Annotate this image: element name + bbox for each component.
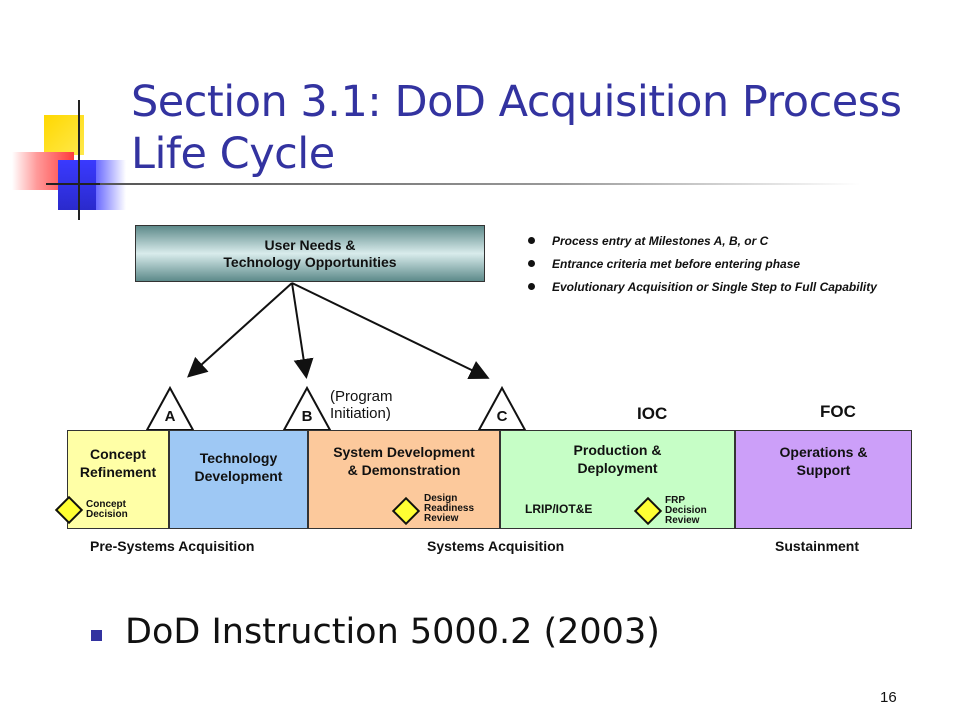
bullet-dot-icon bbox=[528, 237, 535, 244]
bullet-dot-icon bbox=[528, 260, 535, 267]
phase-technology-development: Technology Development bbox=[169, 430, 308, 529]
arrow-to-c bbox=[291, 282, 490, 380]
phase-title-line1: System Development bbox=[333, 444, 475, 460]
sustainment-label: Sustainment bbox=[775, 538, 860, 554]
phase-title: System Development & Demonstration bbox=[309, 443, 499, 479]
systems-acquisition-label: Systems Acquisition bbox=[427, 538, 565, 554]
arrow-to-b bbox=[291, 282, 314, 379]
design-review-line3: Review bbox=[424, 513, 459, 524]
note-text: Evolutionary Acquisition or Single Step … bbox=[552, 280, 877, 294]
phase-production-deployment: Production & Deployment bbox=[500, 430, 735, 529]
concept-decision-label: Concept Decision bbox=[86, 500, 128, 520]
concept-decision-line1: Concept bbox=[86, 499, 126, 510]
pre-systems-acquisition-label: Pre-Systems Acquisition bbox=[90, 538, 255, 554]
phase-title-line1: Concept bbox=[90, 446, 146, 462]
logo-vertical-line bbox=[78, 100, 80, 220]
user-needs-box: User Needs & Technology Opportunities bbox=[135, 225, 485, 282]
program-initiation-line2: Initiation) bbox=[330, 405, 391, 422]
note-item: Entrance criteria met before entering ph… bbox=[526, 257, 916, 271]
phase-title: Production & Deployment bbox=[501, 441, 734, 477]
phase-title-line1: Technology bbox=[199, 450, 278, 466]
logo-blue-fade bbox=[96, 160, 126, 210]
user-needs-line2: Technology Opportunities bbox=[223, 253, 397, 270]
program-initiation-label: (Program Initiation) bbox=[330, 388, 393, 422]
phase-operations-support: Operations & Support bbox=[735, 430, 912, 529]
frp-review-line1: FRP bbox=[665, 495, 685, 506]
frp-review-line2: Decision bbox=[665, 505, 707, 516]
arrow-to-a bbox=[187, 282, 293, 378]
phase-title-line1: Operations & bbox=[779, 444, 868, 460]
frp-review-label: FRP Decision Review bbox=[665, 496, 707, 526]
bullet-dot-icon bbox=[528, 283, 535, 290]
concept-decision-line2: Decision bbox=[86, 509, 128, 520]
logo-horizontal-line bbox=[46, 183, 116, 185]
design-review-line1: Design bbox=[424, 493, 458, 504]
lrip-label: LRIP/IOT&E bbox=[525, 502, 593, 516]
phase-title: Operations & Support bbox=[736, 443, 911, 479]
page-number: 16 bbox=[880, 689, 897, 706]
process-notes: Process entry at Milestones A, B, or C E… bbox=[526, 234, 916, 303]
foc-label: FOC bbox=[820, 402, 856, 421]
phase-title-line2: Refinement bbox=[79, 464, 157, 480]
bullet-square-icon bbox=[91, 630, 102, 641]
note-text: Entrance criteria met before entering ph… bbox=[552, 257, 801, 271]
note-item: Process entry at Milestones A, B, or C bbox=[526, 234, 916, 248]
phase-title-line2: Deployment bbox=[577, 460, 658, 476]
logo-yellow-square bbox=[44, 115, 84, 155]
phase-title: Concept Refinement bbox=[68, 445, 168, 481]
milestone-c-label: C bbox=[496, 408, 508, 425]
design-review-label: Design Readiness Review bbox=[424, 494, 474, 524]
dod-instruction-bullet: DoD Instruction 5000.2 (2003) bbox=[125, 612, 660, 652]
phase-title-line2: Development bbox=[194, 468, 283, 484]
phase-concept-refinement: Concept Refinement bbox=[67, 430, 169, 529]
note-item: Evolutionary Acquisition or Single Step … bbox=[526, 280, 916, 294]
frp-review-line3: Review bbox=[665, 515, 700, 526]
phase-title: Technology Development bbox=[170, 449, 307, 485]
program-initiation-line1: (Program bbox=[330, 388, 393, 405]
title-underline bbox=[100, 183, 860, 185]
design-review-line2: Readiness bbox=[424, 503, 475, 514]
user-needs-line1: User Needs & bbox=[264, 236, 356, 253]
milestone-a-label: A bbox=[164, 408, 176, 425]
ioc-label: IOC bbox=[637, 404, 668, 423]
phase-title-line2: Support bbox=[796, 462, 851, 478]
note-text: Process entry at Milestones A, B, or C bbox=[552, 234, 769, 248]
milestone-b-label: B bbox=[301, 408, 313, 425]
slide-title: Section 3.1: DoD Acquisition Process Lif… bbox=[131, 77, 902, 179]
phase-title-line1: Production & bbox=[573, 442, 662, 458]
phase-title-line2: & Demonstration bbox=[347, 462, 461, 478]
